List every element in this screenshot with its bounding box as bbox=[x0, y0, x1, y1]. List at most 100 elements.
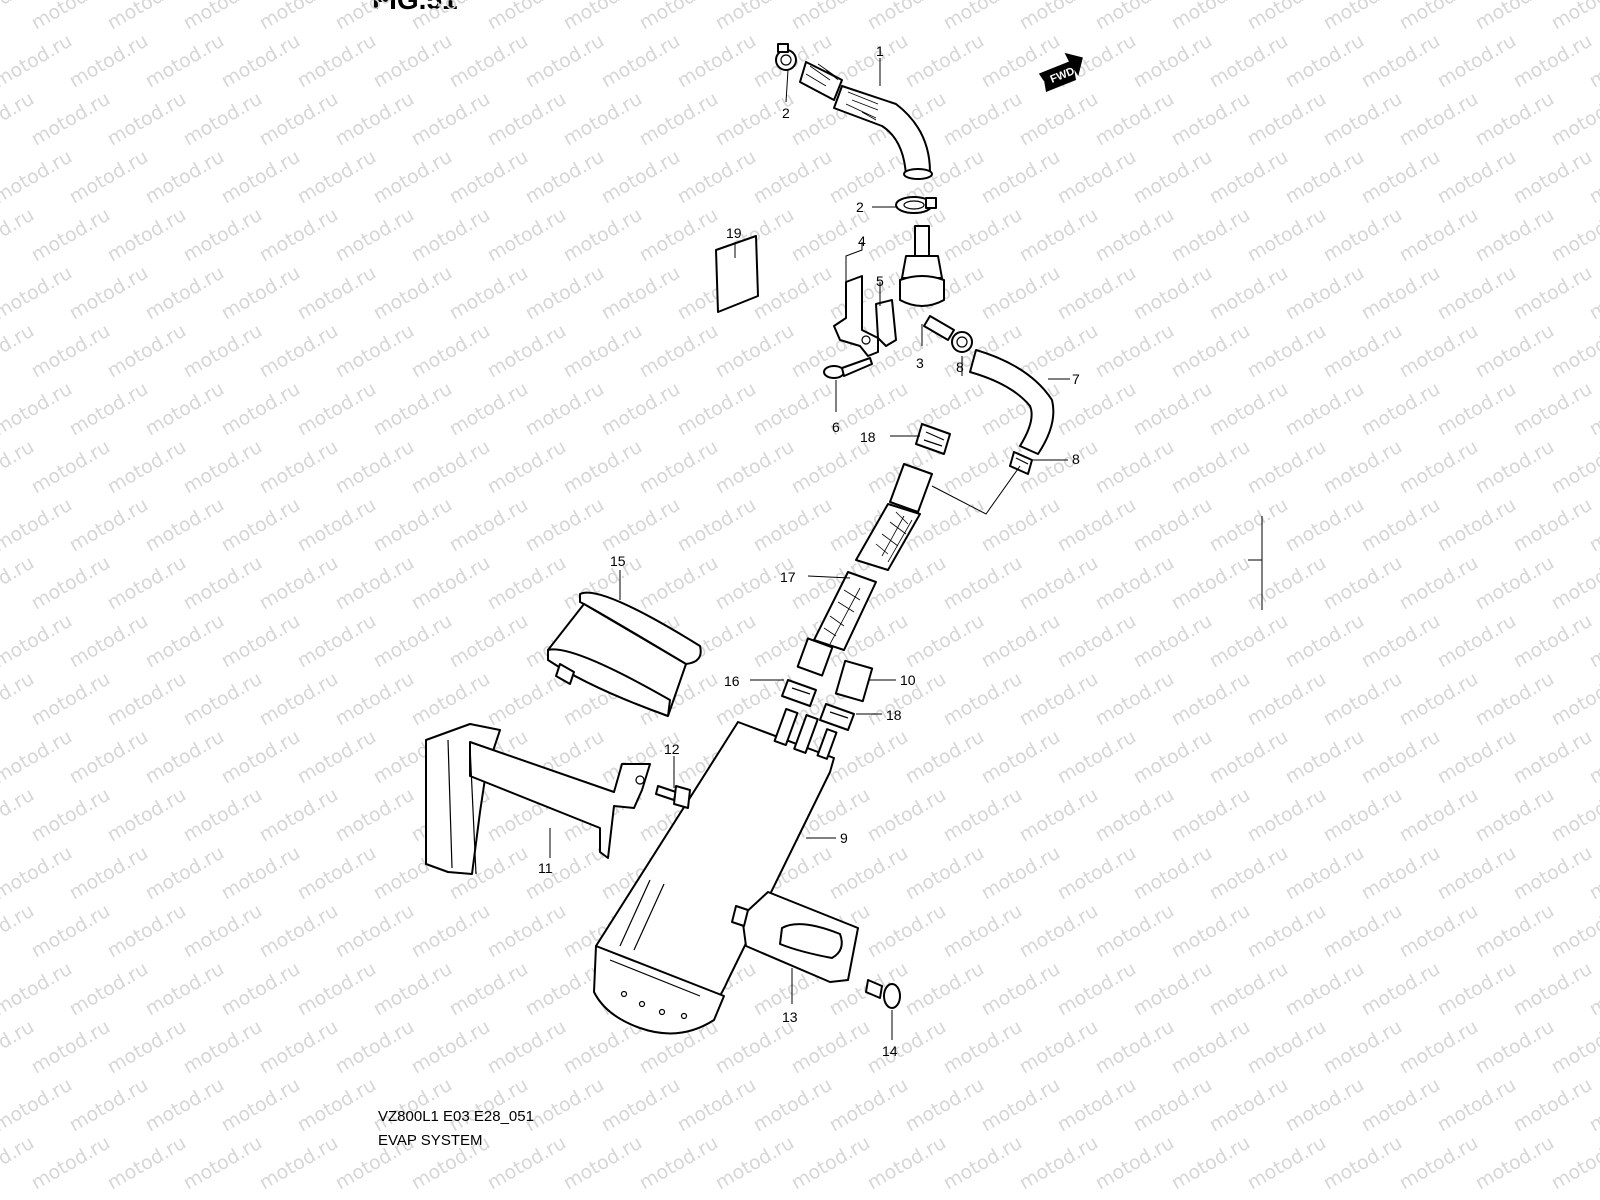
watermark-text: motod.ru bbox=[902, 610, 988, 673]
hose-upper-part[interactable] bbox=[799, 61, 933, 180]
watermark-text: motod.ru bbox=[940, 900, 1026, 963]
watermark-text: motod.ru bbox=[1510, 378, 1596, 441]
watermark-text: motod.ru bbox=[294, 494, 380, 557]
clamp-16-part[interactable] bbox=[781, 679, 817, 707]
watermark-text: motod.ru bbox=[1472, 784, 1558, 847]
watermark-text: motod.ru bbox=[1244, 1016, 1330, 1079]
watermark-text: motod.ru bbox=[788, 1132, 874, 1195]
watermark-text: motod.ru bbox=[864, 900, 950, 963]
screw-bracket-lower-part[interactable] bbox=[865, 979, 901, 1009]
watermark-text: motod.ru bbox=[0, 842, 76, 905]
watermark-text: motod.ru bbox=[484, 204, 570, 267]
watermark-text: motod.ru bbox=[598, 378, 684, 441]
watermark-text: motod.ru bbox=[0, 726, 76, 789]
hose-elbow-part[interactable] bbox=[969, 349, 1055, 455]
watermark-text: motod.ru bbox=[1092, 88, 1178, 151]
watermark-text: motod.ru bbox=[332, 1016, 418, 1079]
watermark-text: motod.ru bbox=[1168, 668, 1254, 731]
watermark-text: motod.ru bbox=[598, 494, 684, 557]
watermark-text: motod.ru bbox=[1510, 726, 1596, 789]
watermark-text: motod.ru bbox=[1320, 320, 1406, 383]
watermark-text: motod.ru bbox=[1472, 552, 1558, 615]
watermark-text: motod.ru bbox=[446, 378, 532, 441]
watermark-text: motod.ru bbox=[1168, 1016, 1254, 1079]
clamp-18-bottom-part[interactable] bbox=[819, 703, 855, 731]
watermark-text: motod.ru bbox=[1092, 552, 1178, 615]
clamp-elbow-bottom-part[interactable] bbox=[1009, 451, 1033, 475]
watermark-text: motod.ru bbox=[1510, 842, 1596, 905]
watermark-text: motod.ru bbox=[294, 262, 380, 325]
clamp-elbow-top-part[interactable] bbox=[951, 331, 973, 353]
watermark-text: motod.ru bbox=[1130, 842, 1216, 905]
callout-9: 9 bbox=[840, 830, 848, 846]
watermark-text: motod.ru bbox=[1092, 320, 1178, 383]
watermark-text: motod.ru bbox=[1206, 262, 1292, 325]
watermark-text: motod.ru bbox=[218, 610, 304, 673]
watermark-text: motod.ru bbox=[1472, 668, 1558, 731]
watermark-text: motod.ru bbox=[256, 900, 342, 963]
watermark-text: motod.ru bbox=[1168, 204, 1254, 267]
callout-labels: 1 2 2 3 4 5 6 7 8 8 9 10 11 12 13 14 15 … bbox=[538, 43, 1080, 1059]
watermark-text: motod.ru bbox=[788, 0, 874, 34]
watermark-text: motod.ru bbox=[560, 0, 646, 34]
watermark-text: motod.ru bbox=[1396, 88, 1482, 151]
watermark-text: motod.ru bbox=[142, 262, 228, 325]
canister-part[interactable] bbox=[593, 707, 838, 1035]
watermark-text: motod.ru bbox=[0, 262, 76, 325]
watermark-text: motod.ru bbox=[370, 378, 456, 441]
figure-model-code: VZ800L1 E03 E28_051 bbox=[378, 1108, 534, 1125]
watermark-text: motod.ru bbox=[370, 1074, 456, 1137]
watermark-text: motod.ru bbox=[0, 378, 76, 441]
watermark-text: motod.ru bbox=[370, 30, 456, 93]
watermark-text: motod.ru bbox=[1472, 88, 1558, 151]
watermark-text: motod.ru bbox=[636, 1132, 722, 1195]
oval-cover-part[interactable] bbox=[547, 591, 702, 717]
watermark-text: motod.ru bbox=[332, 436, 418, 499]
watermark-text: motod.ru bbox=[864, 784, 950, 847]
watermark-text: motod.ru bbox=[1016, 204, 1102, 267]
watermark-text: motod.ru bbox=[484, 0, 570, 34]
callout-3: 3 bbox=[916, 355, 924, 371]
hose-long-part[interactable] bbox=[796, 463, 933, 677]
watermark-text: motod.ru bbox=[1320, 0, 1406, 34]
watermark-text: motod.ru bbox=[180, 900, 266, 963]
clamp-18-top-part[interactable] bbox=[915, 423, 951, 455]
watermark-text: motod.ru bbox=[408, 320, 494, 383]
hose-short-part[interactable] bbox=[834, 659, 874, 703]
watermark-text: motod.ru bbox=[1016, 900, 1102, 963]
callout-2: 2 bbox=[782, 105, 790, 121]
canister-bracket-part[interactable] bbox=[731, 891, 859, 983]
watermark-text: motod.ru bbox=[1168, 784, 1254, 847]
main-bracket-part[interactable] bbox=[425, 723, 651, 875]
watermark-text: motod.ru bbox=[1472, 0, 1558, 34]
watermark-text: motod.ru bbox=[1130, 726, 1216, 789]
watermark-text: motod.ru bbox=[1434, 958, 1520, 1021]
watermark-text: motod.ru bbox=[1016, 784, 1102, 847]
watermark-text: motod.ru bbox=[598, 1074, 684, 1137]
bolt-part[interactable] bbox=[655, 785, 691, 809]
label-plate-part[interactable] bbox=[715, 235, 759, 313]
screw-bracket-part[interactable] bbox=[823, 357, 873, 379]
watermark-text: motod.ru bbox=[180, 88, 266, 151]
watermark-text: motod.ru bbox=[1282, 610, 1368, 673]
watermark-text: motod.ru bbox=[1510, 610, 1596, 673]
watermark-text: motod.ru bbox=[1016, 1132, 1102, 1195]
bracket-part[interactable] bbox=[833, 275, 897, 357]
watermark-text: motod.ru bbox=[0, 610, 76, 673]
watermark-text: motod.ru bbox=[1320, 668, 1406, 731]
watermark-text: motod.ru bbox=[1434, 30, 1520, 93]
watermark-text: motod.ru bbox=[28, 668, 114, 731]
watermark-text: motod.ru bbox=[1548, 0, 1600, 34]
watermark-text: motod.ru bbox=[1016, 1016, 1102, 1079]
valve-fitting-part[interactable] bbox=[899, 225, 955, 341]
watermark-text: motod.ru bbox=[1548, 1132, 1600, 1195]
watermark-text: motod.ru bbox=[750, 1074, 836, 1137]
watermark-text: motod.ru bbox=[750, 378, 836, 441]
watermark-text: motod.ru bbox=[28, 784, 114, 847]
clamp-upper-part[interactable] bbox=[775, 43, 797, 71]
watermark-text: motod.ru bbox=[1548, 784, 1600, 847]
watermark-text: motod.ru bbox=[1548, 436, 1600, 499]
clamp-middle-part[interactable] bbox=[895, 196, 937, 214]
watermark-text: motod.ru bbox=[66, 1074, 152, 1137]
